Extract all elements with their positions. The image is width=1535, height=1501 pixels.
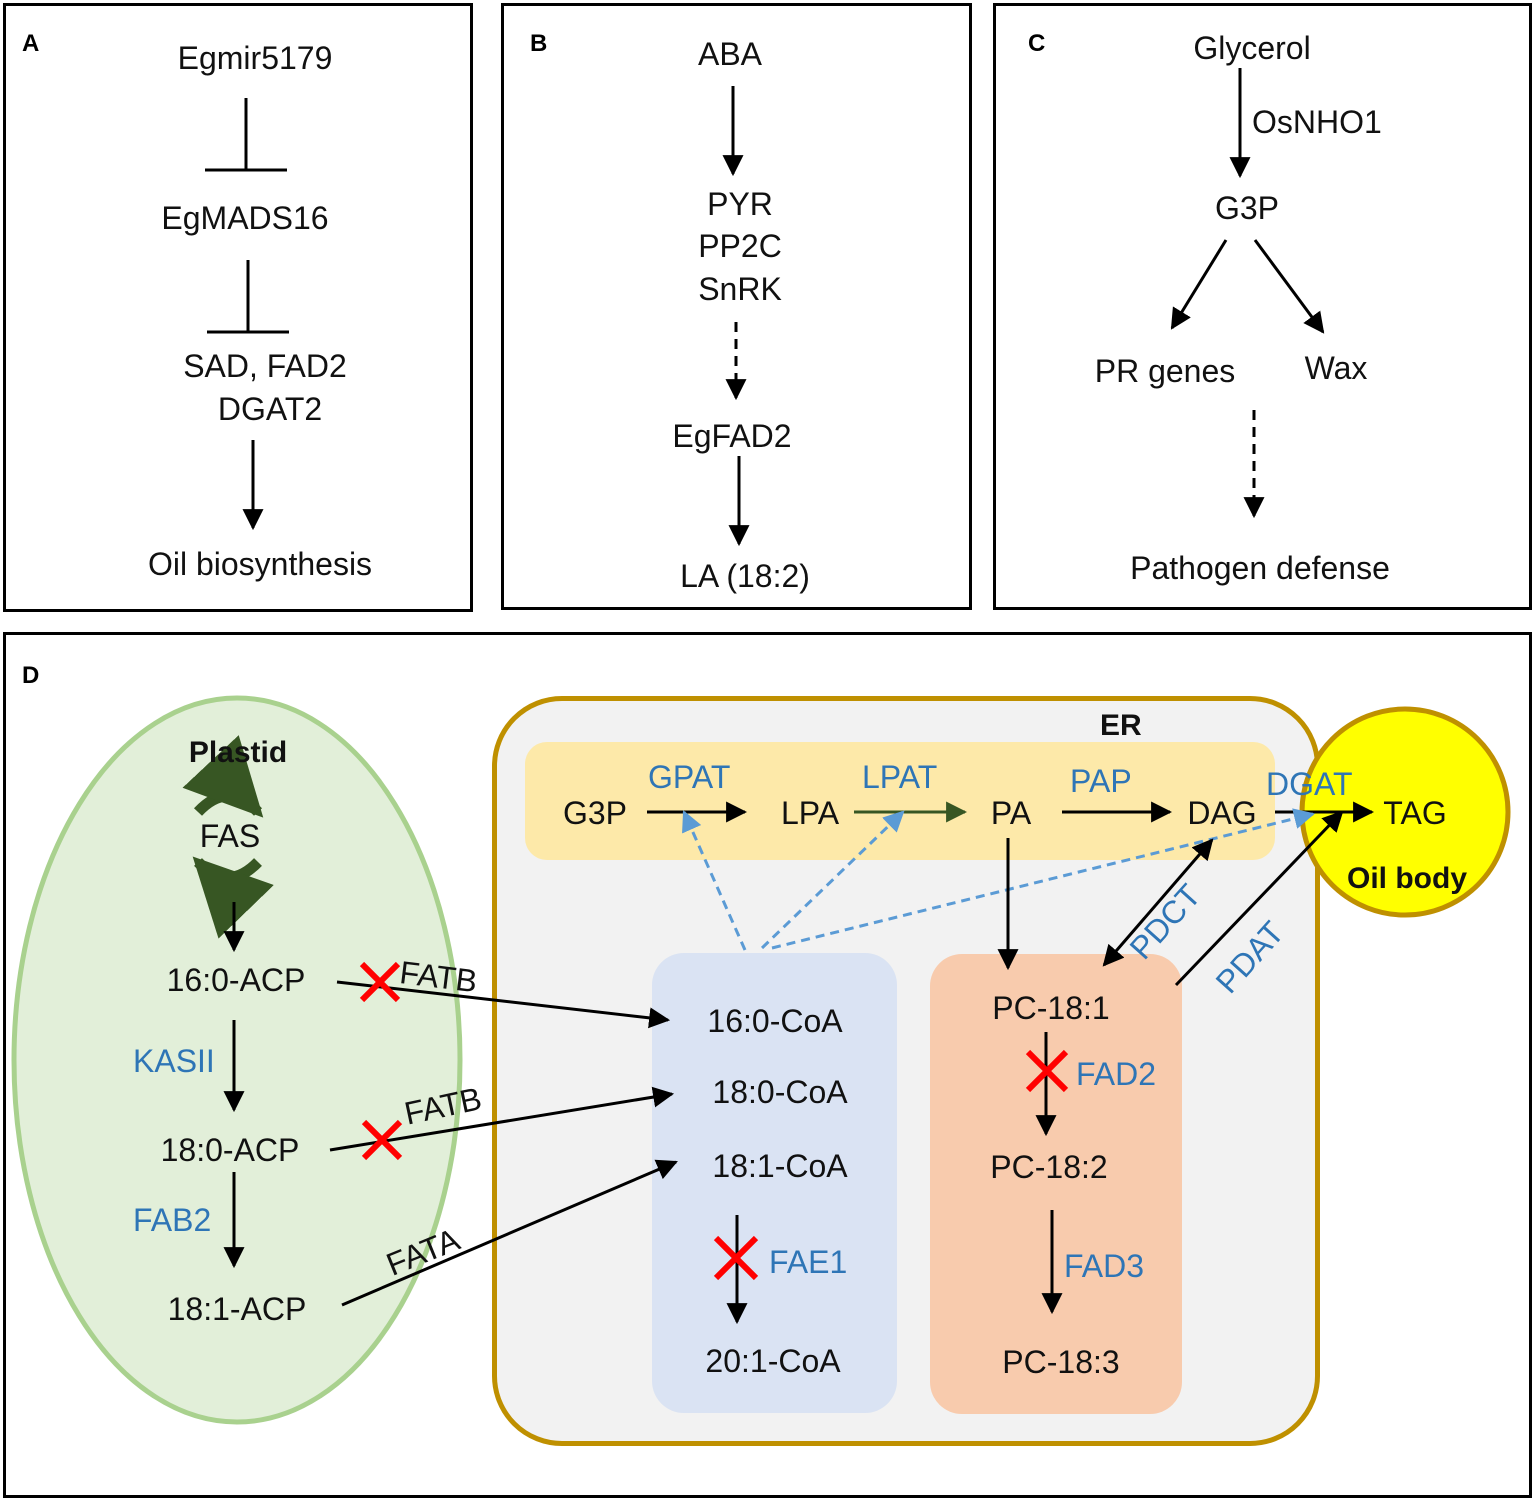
pc-pool <box>930 954 1182 1414</box>
panel-b <box>501 3 972 610</box>
knockout-crosses <box>359 961 1069 1281</box>
enzyme-fatb-16: FATB <box>397 954 480 1000</box>
node-g3p: G3P <box>562 795 628 831</box>
node-pa: PA <box>990 795 1032 831</box>
enzyme-dgat: DGAT <box>1266 766 1353 802</box>
fas-cycle-icon <box>182 735 274 939</box>
oil-body-label: Oil body <box>1347 862 1467 895</box>
enzyme-fad2: FAD2 <box>1076 1056 1157 1092</box>
pc-desaturation-arrows <box>1035 1032 1063 1315</box>
node-pp2c: PP2C <box>698 228 782 264</box>
node-18-0-acp: 18:0-ACP <box>160 1132 300 1168</box>
acyl-coa-pool <box>652 953 897 1413</box>
enzyme-pap: PAP <box>1070 763 1132 799</box>
node-g3p-c: G3P <box>1214 190 1280 226</box>
cross-icon-fatb-16 <box>359 961 401 1003</box>
node-snrk: SnRK <box>698 271 782 307</box>
panel-a-arrows <box>205 98 289 531</box>
enzyme-osnho1: OsNHO1 <box>1252 104 1382 140</box>
enzyme-kasii: KASII <box>133 1043 215 1079</box>
node-la-18-2: LA (18:2) <box>680 558 810 594</box>
node-18-1-acp: 18:1-ACP <box>167 1291 307 1327</box>
node-18-0-coa: 18:0-CoA <box>712 1074 848 1110</box>
plastid-title: Plastid <box>188 736 288 769</box>
node-18-1-coa: 18:1-CoA <box>712 1148 848 1184</box>
enzyme-lpat: LPAT <box>862 759 938 795</box>
node-pc-18-1: PC-18:1 <box>992 990 1110 1026</box>
panel-c-arrows <box>1170 68 1325 519</box>
transfer-arrows <box>329 980 678 1307</box>
enzyme-fad3: FAD3 <box>1064 1248 1145 1284</box>
enzyme-fab2: FAB2 <box>133 1202 212 1238</box>
acyl-coa-supply-arrows <box>682 808 1316 951</box>
cross-icon-fad2 <box>1025 1049 1069 1093</box>
node-dag: DAG <box>1187 795 1257 831</box>
panel-c-letter: C <box>1028 30 1046 57</box>
node-16-0-coa: 16:0-CoA <box>707 1003 843 1039</box>
enzyme-fae1: FAE1 <box>769 1244 848 1280</box>
er-title: ER <box>1100 709 1142 742</box>
node-egmir5179: Egmir5179 <box>177 40 333 76</box>
node-egmads16: EgMADS16 <box>161 200 329 236</box>
node-aba: ABA <box>697 36 763 72</box>
cross-icon-fatb-18 <box>361 1119 403 1161</box>
node-tag: TAG <box>1383 795 1447 831</box>
er-arrows <box>997 810 1344 987</box>
node-16-0-acp: 16:0-ACP <box>166 962 306 998</box>
node-pr-genes: PR genes <box>1094 353 1236 389</box>
node-lpa: LPA <box>780 795 840 831</box>
cross-icon-fae1 <box>713 1235 759 1281</box>
node-sad-fad2: SAD, FAD2 <box>183 348 347 384</box>
plastid-region <box>11 695 463 1425</box>
node-pc-18-3: PC-18:3 <box>1002 1344 1120 1380</box>
node-wax: Wax <box>1304 350 1368 386</box>
panel-b-arrows <box>722 86 750 547</box>
panel-d-letter: D <box>22 662 40 689</box>
panel-b-letter: B <box>530 30 548 57</box>
panel-a <box>3 3 473 612</box>
node-pathogen-defense: Pathogen defense <box>1130 550 1390 586</box>
node-glycerol: Glycerol <box>1193 30 1311 66</box>
node-egfad2: EgFAD2 <box>672 418 792 454</box>
node-pc-18-2: PC-18:2 <box>990 1149 1108 1185</box>
enzyme-gpat: GPAT <box>648 759 731 795</box>
node-fas: FAS <box>199 818 261 854</box>
node-dgat2: DGAT2 <box>217 391 323 427</box>
panel-a-letter: A <box>22 30 40 57</box>
node-oil-biosynthesis: Oil biosynthesis <box>147 546 373 582</box>
node-pyr: PYR <box>707 186 773 222</box>
node-20-1-coa: 20:1-CoA <box>705 1343 841 1379</box>
